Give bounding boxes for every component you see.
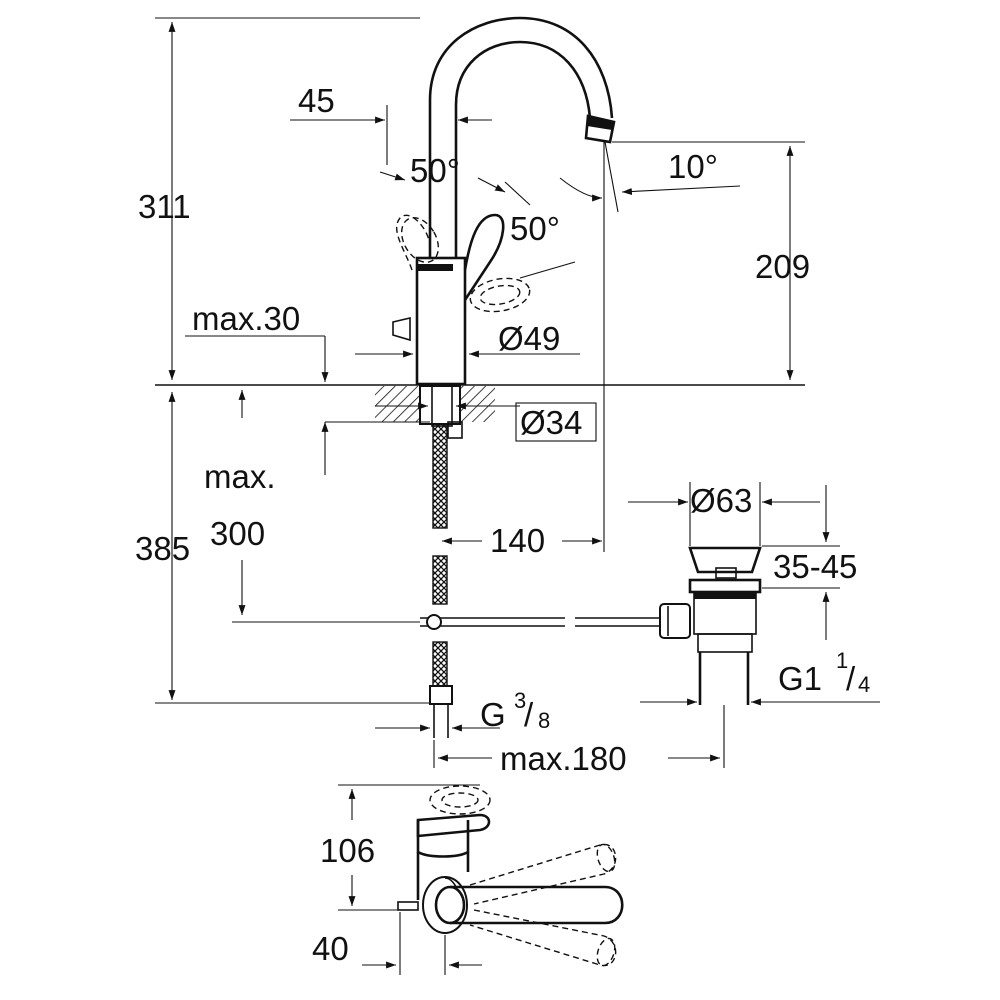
waste-lever-housing [659, 603, 691, 639]
max-180: max.180 [500, 740, 627, 777]
body-band [417, 264, 453, 271]
spout-swing-down-tip [596, 937, 616, 967]
popup-rod-top [397, 901, 419, 911]
dim-140: 140 [490, 522, 545, 559]
handle-top-ghost-inner [441, 792, 479, 808]
top-view: 106 40 [312, 784, 624, 975]
dim-45: 45 [298, 82, 335, 119]
angle-50-right-arrow [477, 177, 506, 193]
supply-hose-middle [432, 555, 448, 605]
dim-40: 40 [312, 930, 349, 967]
angle-10-arrow [621, 185, 741, 195]
waste-plug-stem [715, 567, 737, 579]
waste-plug-cap [688, 546, 762, 574]
max-label: max. [204, 458, 276, 495]
dim-d63: Ø63 [690, 482, 752, 519]
waste-flange [688, 578, 762, 594]
max-30: max.30 [192, 300, 300, 337]
body-top [416, 820, 470, 858]
lever-ghost-right [469, 277, 531, 313]
mounting-shank [419, 385, 461, 425]
angle-50-left-arrow [379, 171, 406, 181]
body-sides [416, 852, 470, 900]
dim-385: 385 [135, 530, 190, 567]
g114-slash: / [846, 660, 856, 697]
spout-outer [428, 16, 614, 258]
spout-swing-up [469, 843, 617, 905]
dim-d34: Ø34 [520, 404, 582, 441]
lever-ghost-right-inner [479, 284, 521, 306]
angle-50-right: 50° [510, 210, 560, 247]
linkage-clip [426, 614, 442, 630]
angle-10-arc [559, 177, 603, 202]
dim-209: 209 [755, 248, 810, 285]
g114-num: 1 [836, 648, 848, 673]
g114-main: G1 [778, 660, 822, 697]
angle-10-ext [604, 141, 619, 213]
d34-box [515, 402, 597, 442]
g114-den: 4 [858, 672, 870, 697]
angle-50-right-ext [504, 181, 531, 206]
handle-top [416, 813, 491, 838]
dim-35-45: 35-45 [773, 548, 857, 585]
lever-ghost-left-ellipse [400, 217, 440, 263]
waste-assembly [659, 546, 762, 705]
angle-10: 10° [668, 148, 718, 185]
g38-num: 3 [514, 688, 526, 713]
waste-nut [697, 633, 753, 653]
dim-106: 106 [320, 832, 375, 869]
lever-handle [463, 213, 505, 301]
dim-300: 300 [210, 515, 265, 552]
spout-swing-up-tip [596, 843, 616, 873]
g38-den: 8 [538, 708, 550, 733]
spout-swing-down [469, 909, 617, 967]
front-elevation: 311 385 45 50° 50° 10° 209 max.30 [135, 16, 880, 777]
handle-top-ghost [429, 785, 491, 815]
lever-ghost-left [395, 214, 431, 271]
g38-main: G [480, 696, 506, 733]
waste-band [694, 592, 756, 599]
tap-body [415, 256, 467, 386]
dim-d49: Ø49 [498, 320, 560, 357]
aerator-band [587, 116, 614, 130]
spout-join [444, 877, 457, 888]
fixing-nut [447, 421, 463, 439]
angle-50-right-leader [519, 261, 576, 279]
supply-hose-lower [432, 641, 448, 687]
spout-inner [454, 40, 592, 258]
angle-50-left: 50° [410, 152, 460, 189]
popup-rod-knob [392, 316, 411, 342]
hose-connector [429, 685, 453, 705]
spout-arm [450, 885, 624, 925]
dim-311: 311 [138, 188, 191, 225]
spout-base-outer [422, 876, 468, 934]
g38-slash: / [524, 696, 534, 733]
supply-hose-upper [432, 423, 448, 529]
